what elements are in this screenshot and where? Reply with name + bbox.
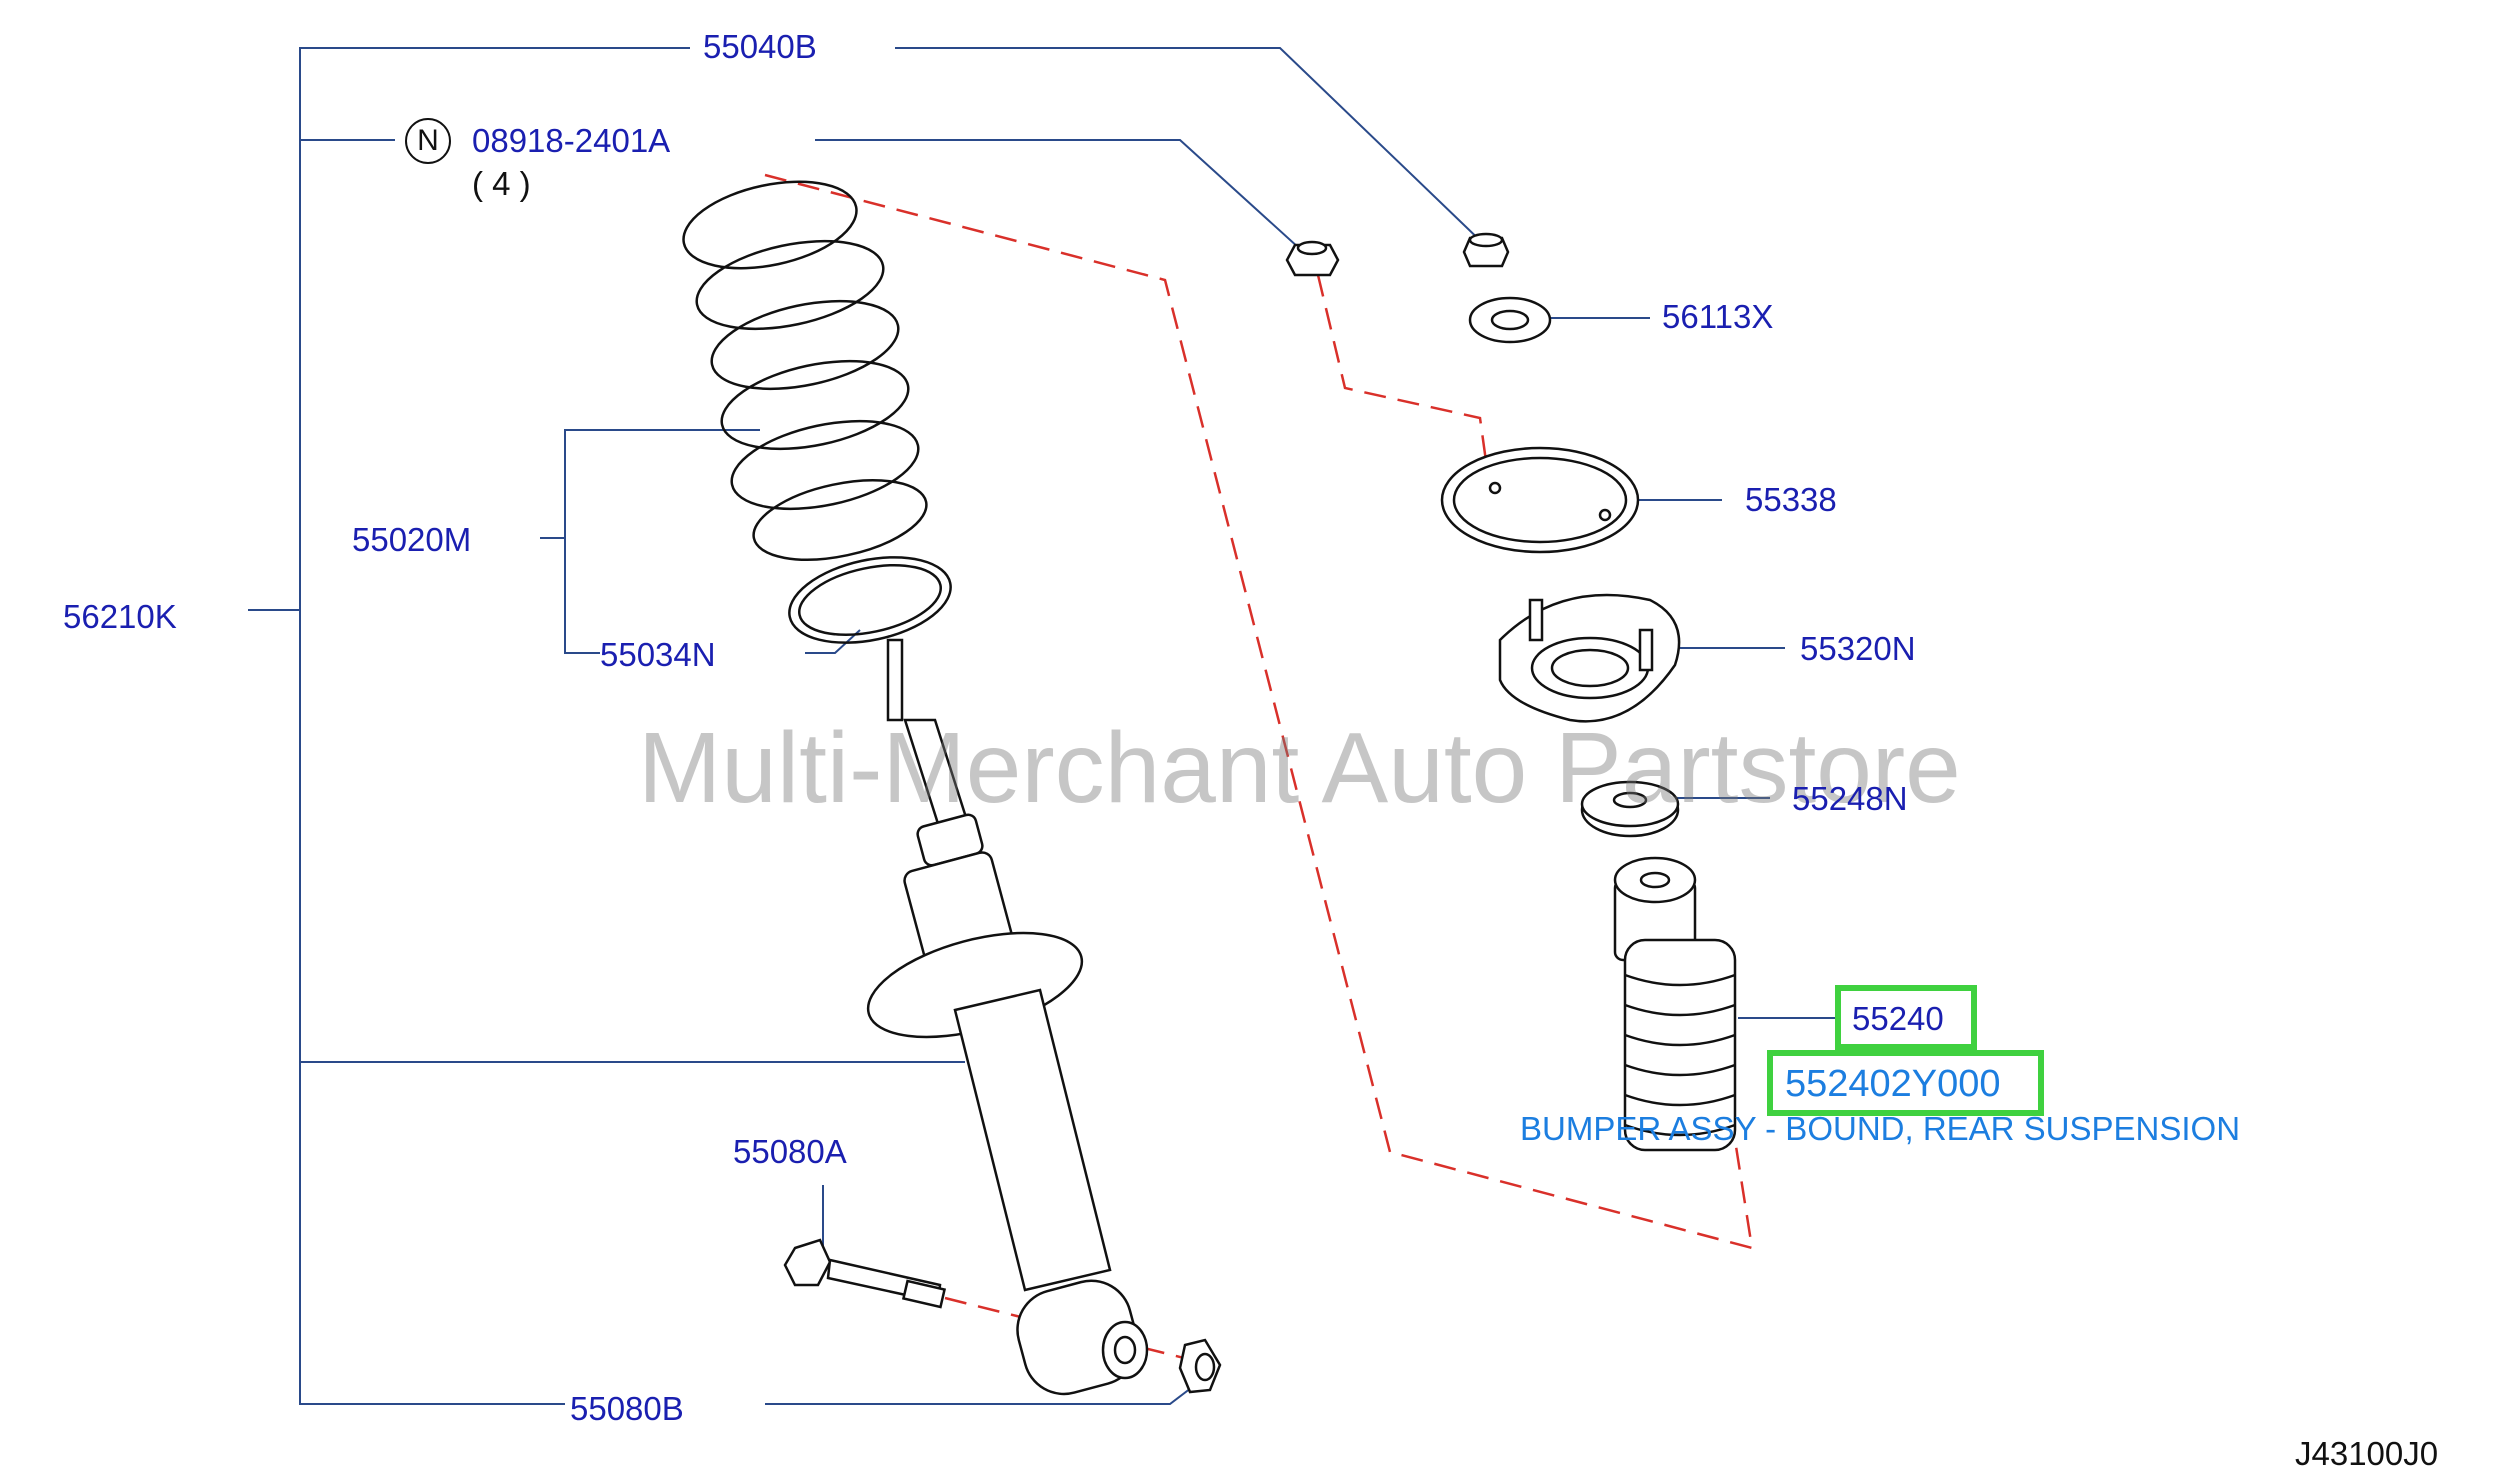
part-label-56210k[interactable]: 56210K — [63, 598, 177, 635]
nut-55080b-shape — [1178, 1338, 1222, 1394]
dashed-guide-lines — [764, 173, 1754, 1364]
leader-lines — [248, 47, 1835, 1405]
part-number-552402y000[interactable]: 552402Y000 — [1785, 1063, 2001, 1105]
coil-spring-55020m-shape — [682, 180, 928, 561]
part-label-55080b[interactable]: 55080B — [570, 1390, 684, 1427]
part-label-55040b[interactable]: 55040B — [703, 28, 817, 65]
part-label-08918-2401a[interactable]: 08918-2401A — [472, 122, 671, 159]
highlight-box-55240 — [1835, 985, 1977, 1050]
part-label-55240[interactable]: 55240 — [1852, 1000, 1944, 1037]
watermark-text: Multi-Merchant Auto Partstore — [638, 712, 1961, 824]
part-label-55248n[interactable]: 55248N — [1792, 780, 1908, 817]
shock-absorber-shape — [866, 638, 1149, 1396]
seat-55248n-shape — [1580, 780, 1680, 838]
insulator-55320n-shape — [1498, 593, 1681, 723]
spring-seat-55034n-shape — [788, 556, 952, 644]
part-label-56113x[interactable]: 56113X — [1662, 298, 1774, 335]
part-label-55320n[interactable]: 55320N — [1800, 630, 1916, 667]
quantity-label: ( 4 ) — [472, 165, 531, 202]
part-label-55338[interactable]: 55338 — [1745, 481, 1837, 518]
seal-55338-shape — [1440, 446, 1640, 554]
part-label-55080a[interactable]: 55080A — [733, 1133, 847, 1170]
highlight-box-552402y000 — [1767, 1050, 2044, 1116]
nut-08918-shape — [1285, 240, 1340, 277]
diagram-code: J43100J0 — [2295, 1435, 2439, 1472]
nut-55040b-shape — [1462, 232, 1510, 268]
n-circle-symbol: N — [405, 118, 451, 164]
washer-56113x-shape — [1468, 296, 1552, 344]
bolt-55080a-shape — [783, 1238, 947, 1309]
part-description: BUMPER ASSY - BOUND, REAR SUSPENSION — [1520, 1110, 2241, 1147]
part-label-55020m[interactable]: 55020M — [352, 521, 472, 558]
bumper-55240-shape — [1613, 856, 1737, 1152]
part-label-55034n[interactable]: 55034N — [600, 636, 716, 673]
